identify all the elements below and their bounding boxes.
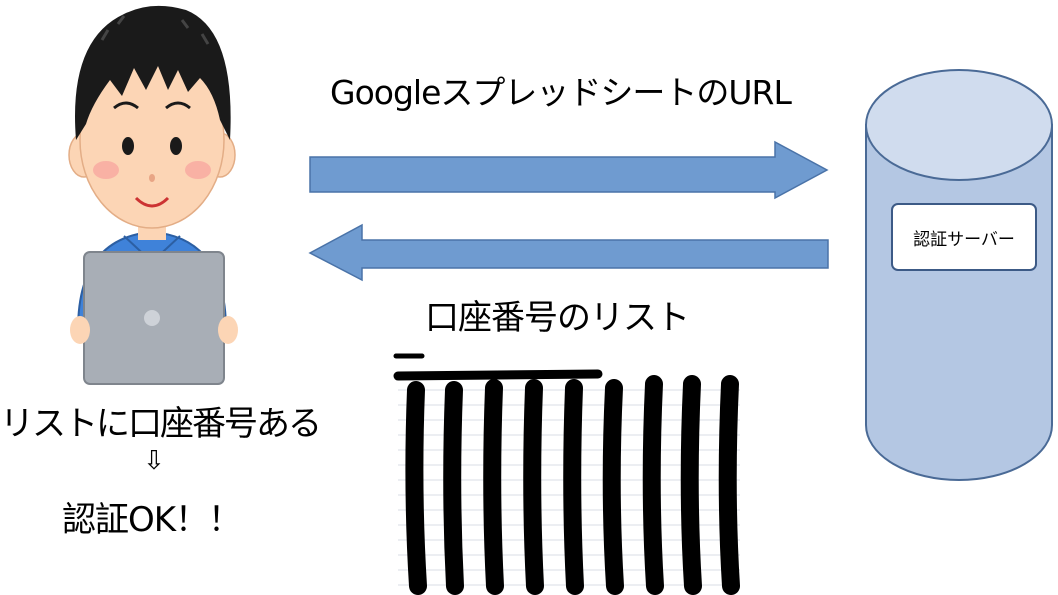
request-arrow bbox=[309, 140, 829, 200]
server-label: 認証サーバー bbox=[913, 229, 1015, 250]
person-at-laptop-illustration bbox=[68, 5, 238, 385]
arrows bbox=[308, 140, 829, 282]
response-label: 口座番号のリスト bbox=[425, 298, 690, 338]
response-arrow bbox=[308, 223, 829, 282]
redacted-spreadsheet bbox=[388, 350, 743, 595]
user-status-line2: 認証OK！！ bbox=[62, 500, 242, 540]
hair bbox=[75, 5, 231, 141]
database-cylinder-icon bbox=[865, 69, 1053, 481]
request-label: GoogleスプレッドシートのURL bbox=[330, 73, 792, 112]
server-label-box: 認証サーバー bbox=[891, 203, 1037, 271]
down-arrow: ⇩ bbox=[143, 446, 165, 476]
user-status-line1: リストに口座番号ある bbox=[0, 404, 322, 444]
